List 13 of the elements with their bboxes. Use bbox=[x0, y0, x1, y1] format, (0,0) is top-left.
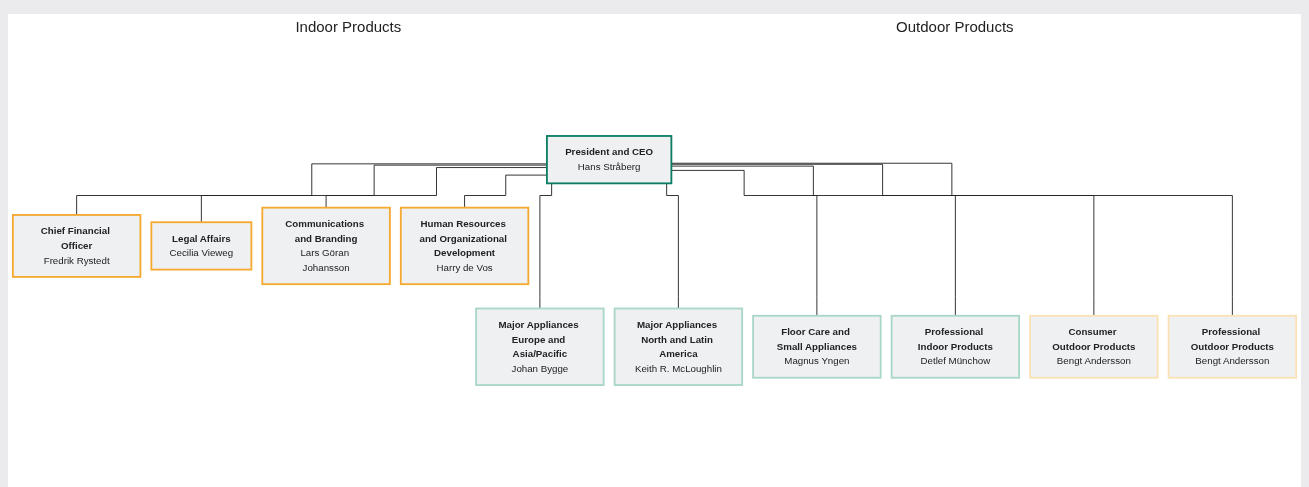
node-box: Major Appliances North and Latin America Keith R. McLoughlin bbox=[613, 307, 744, 386]
node-box: Major Appliances Europe and Asia/Pacific Johan Bygge bbox=[475, 307, 605, 386]
node-box: Chief Financial Officer Fredrik Rystedt bbox=[11, 214, 142, 278]
node-box: President and CEO Hans Stråberg bbox=[546, 135, 673, 185]
node-box: Floor Care and Small Appliances Magnus Yngen bbox=[752, 314, 882, 379]
node-box: Legal Affairs Cecilia Vieweg bbox=[150, 221, 253, 271]
node-box: Human Resources and Organizational Development Harry de Vos bbox=[399, 206, 530, 286]
node-box: Communications and Branding Lars Göran Johansson bbox=[261, 206, 391, 286]
node-box: Professional Indoor Products Detlef Münchow bbox=[890, 314, 1021, 379]
node-box: Consumer Outdoor Products Bengt Andersson bbox=[1029, 314, 1159, 379]
group-label: Outdoor Products bbox=[896, 18, 1014, 37]
node-box: Professional Outdoor Products Bengt Andersson bbox=[1167, 314, 1298, 379]
group-label: Indoor Products bbox=[295, 18, 402, 37]
